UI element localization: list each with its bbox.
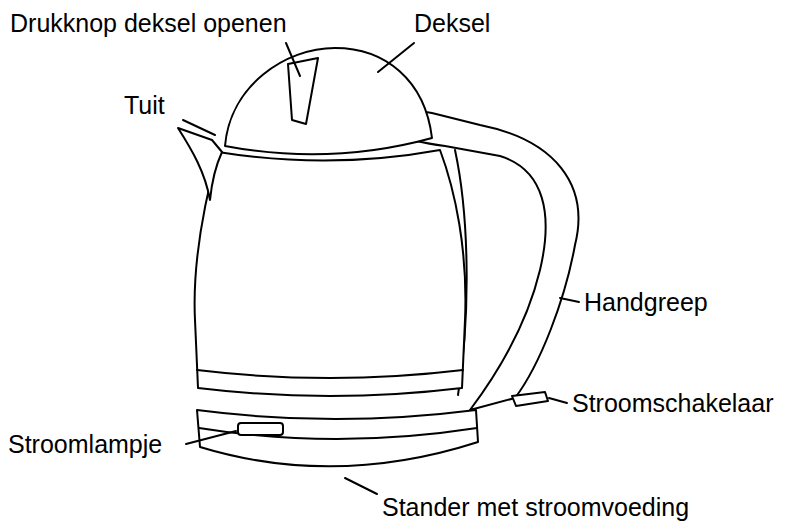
lid-button	[288, 58, 318, 124]
leader-line	[345, 478, 377, 494]
leader-line	[560, 298, 579, 302]
leader-line	[186, 431, 236, 444]
leader-line	[286, 43, 300, 76]
kettle-body	[195, 150, 466, 396]
body-band	[197, 370, 463, 378]
part-label: Tuit	[124, 90, 165, 120]
part-label: Stroomlampje	[8, 429, 162, 459]
part-label: Handgreep	[584, 287, 708, 317]
leader-line	[549, 398, 567, 403]
part-label: Stander met stroomvoeding	[382, 492, 689, 522]
part-label: Stroomschakelaar	[572, 388, 773, 418]
leader-line	[183, 120, 215, 135]
power-lamp	[238, 423, 283, 435]
leader-line	[378, 43, 414, 72]
lid	[225, 48, 432, 154]
base-stand	[197, 410, 478, 466]
spout	[178, 128, 222, 200]
power-switch	[512, 392, 548, 406]
part-label: Deksel	[414, 8, 490, 38]
part-label: Drukknop deksel openen	[10, 8, 287, 38]
